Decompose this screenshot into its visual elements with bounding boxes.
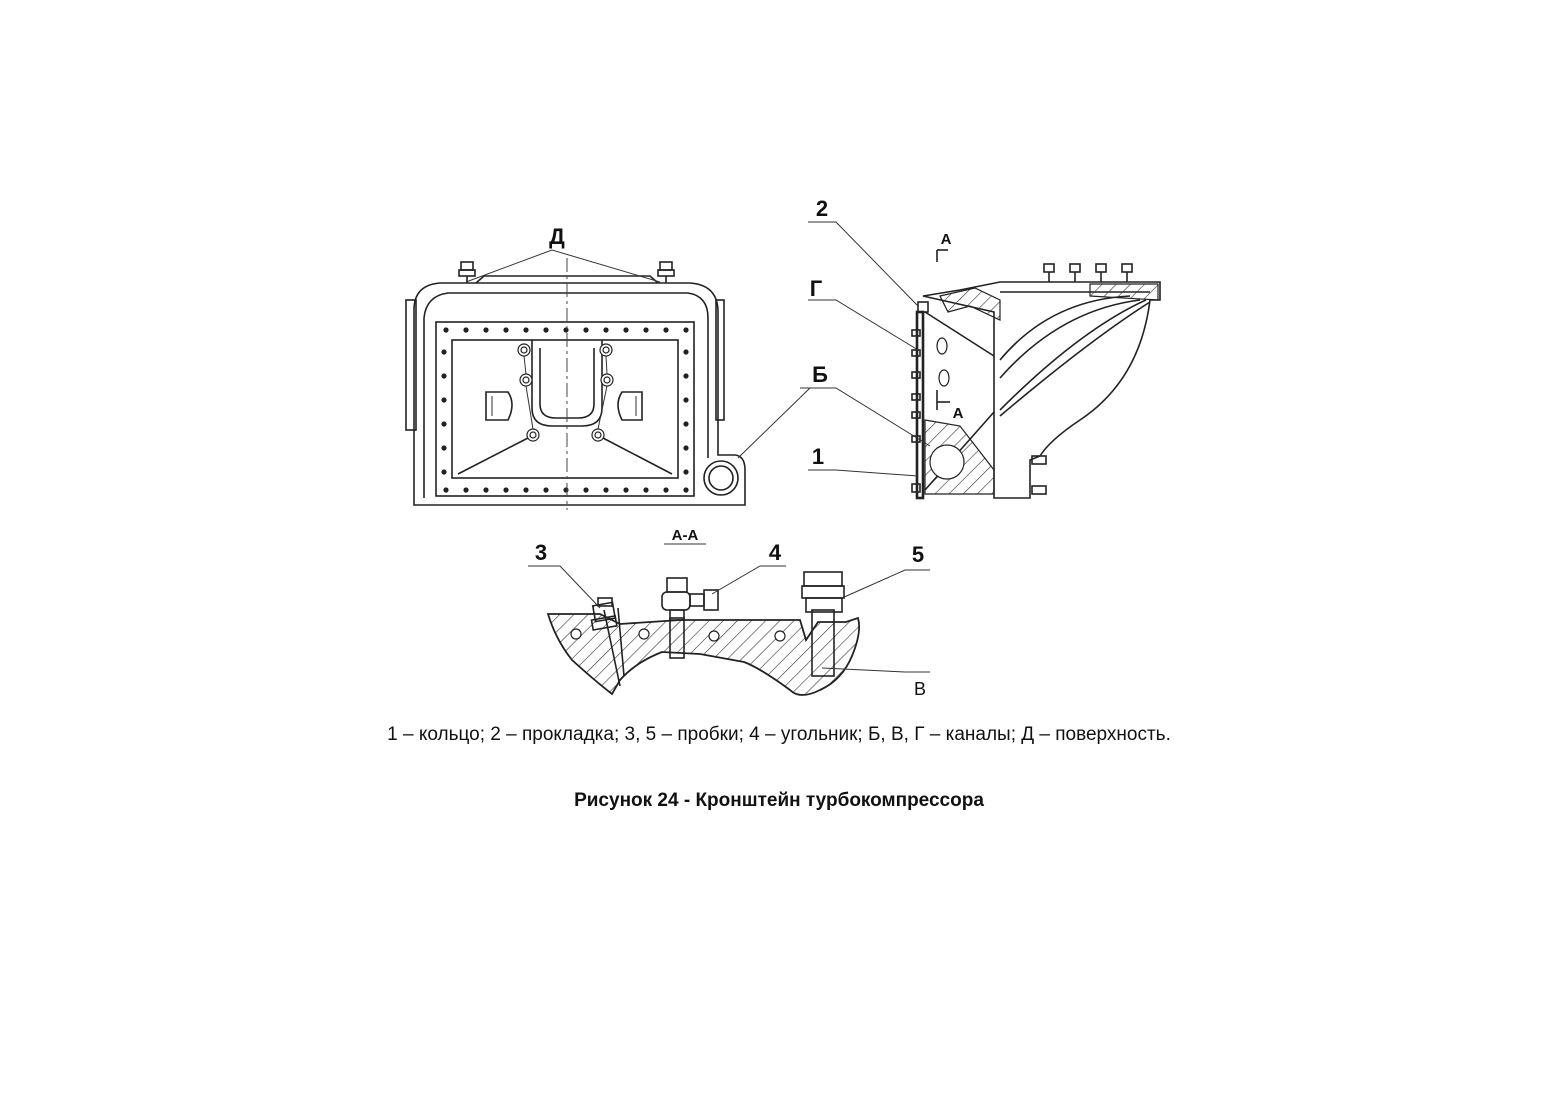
section-a-a (546, 571, 861, 696)
label-A-top: А (941, 231, 952, 248)
flange-bolt-holes (441, 327, 689, 493)
label-4: 4 (769, 540, 782, 565)
label-V: В (914, 679, 926, 699)
section-title: А-А (672, 527, 699, 544)
elbow-4 (661, 577, 719, 621)
label-5: 5 (912, 542, 924, 567)
side-view (911, 249, 1161, 500)
side-flange-bolts (911, 329, 921, 493)
plug-3 (590, 597, 618, 631)
label-2: 2 (816, 196, 828, 221)
side-top-studs (1043, 263, 1133, 282)
label-3: 3 (535, 540, 547, 565)
front-view (405, 258, 746, 510)
label-B: Б (812, 362, 828, 387)
callout-labels: Д 2 А Г Б А 1 А-А 3 4 5 В (535, 196, 964, 699)
leader-lines (465, 221, 931, 673)
top-stud-right (657, 261, 675, 283)
label-A-side: А (953, 405, 964, 422)
legend-text: 1 – кольцо; 2 – прокладка; 3, 5 – пробки… (387, 724, 1171, 745)
label-D: Д (549, 224, 565, 249)
figure-title: Рисунок 24 - Кронштейн турбокомпрессора (574, 790, 984, 811)
plug-5 (801, 571, 845, 613)
label-G: Г (810, 276, 823, 301)
label-1: 1 (812, 444, 824, 469)
